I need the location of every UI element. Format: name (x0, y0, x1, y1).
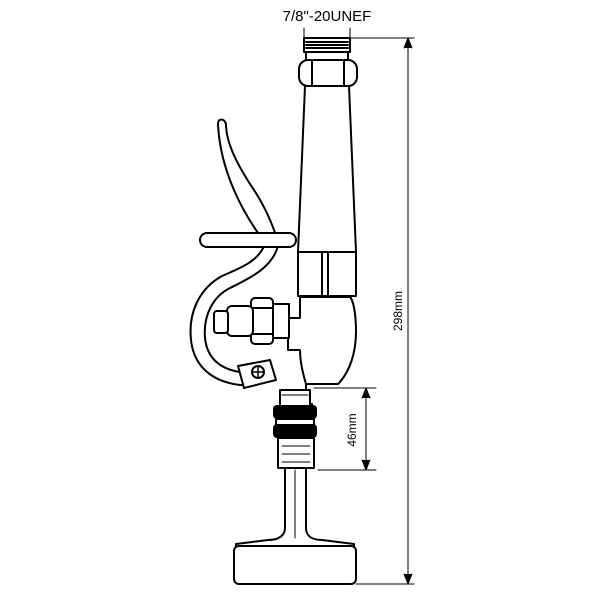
thread-size-label: 7/8"-20UNEF (283, 8, 372, 25)
section-height-label: 46mm (345, 413, 359, 446)
upper-tube (297, 85, 357, 253)
pivot-bracket (237, 359, 277, 389)
side-outlet-nut (213, 297, 290, 345)
overall-height-dimension (349, 37, 415, 585)
top-threaded-connector (303, 37, 351, 61)
lever-handle (217, 118, 279, 245)
handle-crossbar (199, 232, 297, 248)
top-hex-nut (298, 59, 358, 87)
valve-body (287, 296, 357, 385)
section-height-dimension (313, 387, 377, 471)
overall-height-label: 298mm (391, 291, 405, 331)
base-plate (233, 545, 357, 585)
body-collar (297, 251, 357, 297)
lower-stem (235, 437, 355, 549)
quick-disconnect-coupling (273, 389, 317, 438)
